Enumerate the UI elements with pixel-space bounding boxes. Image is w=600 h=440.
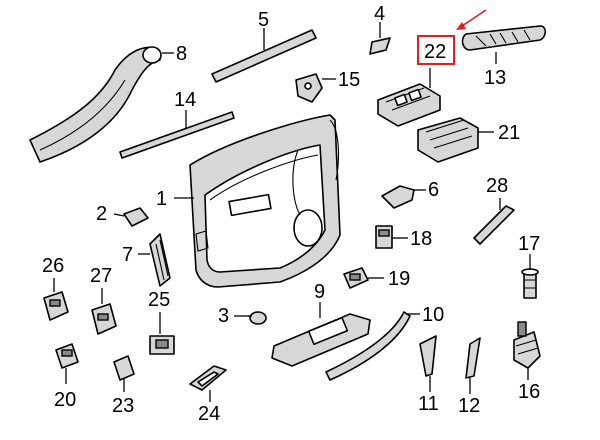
callout-19: 19 [388, 268, 410, 290]
part-19-connector [343, 267, 369, 289]
part-26-switch [43, 291, 69, 321]
callout-14: 14 [174, 89, 196, 111]
part-14-weatherstrip [119, 111, 235, 159]
part-16-latch [513, 321, 541, 369]
callout-24: 24 [198, 403, 220, 425]
part-5-molding [211, 29, 317, 83]
part-9-armrest-panel [271, 313, 371, 367]
callout-18: 18 [410, 228, 432, 250]
part-10-lower-trim [325, 311, 411, 381]
callout-21: 21 [498, 122, 520, 144]
part-20-switch [55, 343, 79, 369]
callout-4: 4 [374, 3, 385, 25]
callout-16: 16 [518, 381, 540, 403]
callout-12: 12 [458, 395, 480, 417]
callout-25: 25 [148, 289, 170, 311]
part-13-emblem [461, 25, 547, 51]
callout-8: 8 [176, 43, 187, 65]
part-23-switch [113, 355, 135, 381]
part-21-window-switch [417, 117, 479, 163]
callout-11: 11 [418, 393, 439, 415]
callout-27: 27 [90, 265, 112, 287]
part-22-switch-bezel [377, 83, 441, 127]
part-8-pillar-trim [29, 46, 162, 163]
part-12-bracket [465, 337, 481, 379]
callout-28: 28 [486, 175, 508, 197]
highlight-arrow [461, 9, 487, 27]
part-6-handle-bezel [381, 185, 415, 209]
part-25-switch [149, 335, 175, 355]
callout-26: 26 [42, 255, 64, 277]
part-1-door-panel [189, 114, 341, 288]
callout-13: 13 [484, 67, 506, 89]
part-3-screw [248, 311, 267, 325]
callout-5: 5 [258, 9, 269, 31]
callout-10: 10 [422, 304, 444, 326]
callout-9: 9 [314, 281, 325, 303]
callout-17: 17 [518, 233, 540, 255]
callout-1: 1 [156, 188, 167, 210]
part-28-trim-strip [473, 205, 515, 245]
part-24-pocket-bezel [189, 365, 227, 391]
part-15-bracket [295, 73, 323, 103]
highlight-box-22 [417, 35, 455, 65]
callout-6: 6 [428, 179, 439, 201]
part-17-bolt [521, 268, 539, 299]
leader-2 [113, 213, 125, 217]
callout-7: 7 [122, 244, 133, 266]
part-2-clip [123, 207, 149, 227]
part-27-switch [91, 303, 117, 335]
callout-15: 15 [338, 69, 360, 91]
callout-20: 20 [54, 389, 76, 411]
highlight-arrow-head [456, 22, 466, 30]
callout-3: 3 [218, 305, 229, 327]
part-7-grille [149, 233, 171, 287]
part-4-clip [369, 37, 391, 55]
part-11-bracket [419, 335, 437, 377]
callout-23: 23 [112, 395, 134, 417]
part-18-module [375, 225, 393, 249]
callout-2: 2 [96, 203, 107, 225]
callout-22: 22 [424, 41, 446, 63]
